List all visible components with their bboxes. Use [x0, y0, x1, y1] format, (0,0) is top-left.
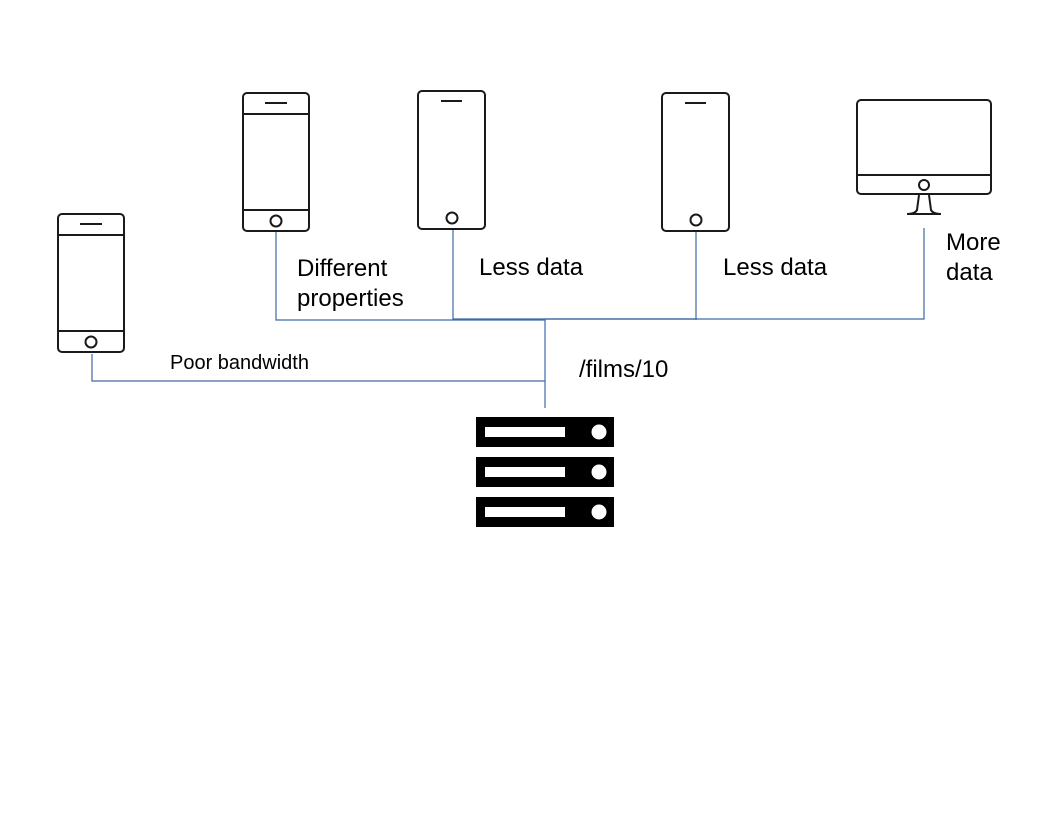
smartphone-icon [661, 92, 730, 232]
server-unit [476, 497, 614, 527]
endpoint-path: /films/10 [579, 356, 668, 383]
label-line: Different [297, 255, 388, 282]
connector-desktop [545, 228, 925, 320]
smartphone-icon [242, 92, 310, 232]
label-less-data-2: Less data [723, 254, 828, 281]
connector-phone-2 [275, 232, 545, 321]
label-poor-bandwidth: Poor bandwidth [170, 352, 309, 374]
smartphone-icon [417, 90, 486, 230]
label-less-data-1: Less data [479, 254, 584, 281]
label-different-properties: Different properties [297, 255, 404, 312]
smartphone-icon [57, 213, 125, 353]
label-more-data: More data [946, 229, 1007, 286]
label-line: data [946, 259, 993, 286]
label-line: More [946, 229, 1001, 256]
server-rack-icon [476, 417, 614, 527]
desktop-monitor-icon [856, 99, 992, 215]
server-unit [476, 417, 614, 447]
server-unit [476, 457, 614, 487]
label-line: properties [297, 285, 404, 312]
connector-phone-1 [91, 354, 545, 382]
connector-lines [91, 228, 925, 408]
